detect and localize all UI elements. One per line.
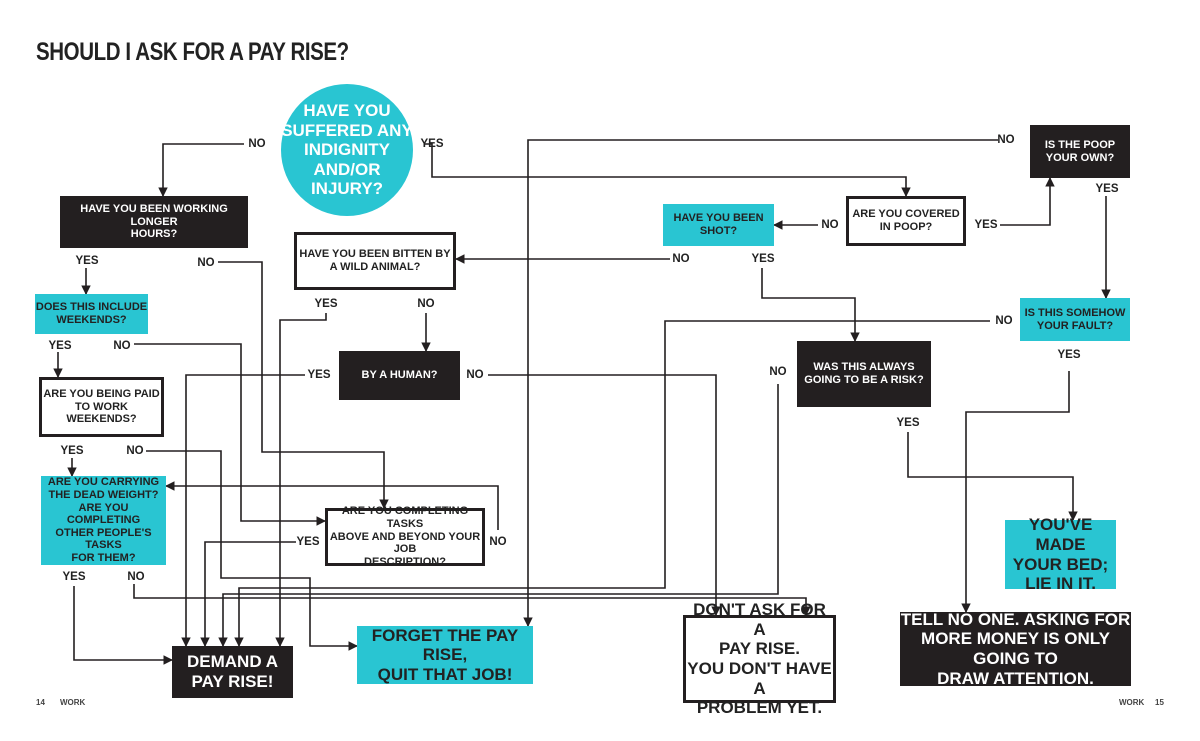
yes-label: YES (896, 417, 920, 429)
no-label: NO (997, 134, 1015, 146)
flow-connector (907, 432, 1078, 521)
covered-in-poop-node: ARE YOU COVERED IN POOP? (846, 196, 966, 246)
dont-ask-outcome: DON'T ASK FOR A PAY RISE. YOU DON'T HAVE… (683, 600, 836, 717)
yes-label: YES (307, 369, 331, 381)
shot-text: HAVE YOU BEEN SHOT? (673, 212, 764, 237)
yes-label: YES (75, 255, 99, 267)
bitten-text: HAVE YOU BEEN BITTEN BY A WILD ANIMAL? (299, 248, 451, 273)
own-poop-node: IS THE POOP YOUR OWN? (1030, 125, 1130, 178)
right-section-name: WORK (1119, 698, 1145, 707)
no-label: NO (466, 369, 484, 381)
forget-pay-rise-text: FORGET THE PAY RISE, QUIT THAT JOB! (371, 625, 519, 684)
flow-connector (234, 320, 990, 647)
flow-connector (218, 261, 389, 509)
your-fault-text: IS THIS SOMEHOW YOUR FAULT? (1024, 306, 1126, 332)
made-bed-outcome: YOU'VE MADE YOUR BED; LIE IN IT. (1005, 515, 1116, 593)
flow-connector (761, 268, 860, 342)
made-bed-text: YOU'VE MADE YOUR BED; LIE IN IT. (1012, 515, 1109, 594)
flow-connector (146, 450, 358, 651)
demand-pay-rise-text: DEMAND A PAY RISE! (187, 652, 278, 691)
page-title: SHOULD I ASK FOR A PAY RISE? (36, 38, 349, 66)
dead-weight-node: ARE YOU CARRYING THE DEAD WEIGHT? ARE YO… (41, 476, 166, 565)
yes-label: YES (62, 571, 86, 583)
flow-connector (1000, 177, 1055, 226)
no-label: NO (127, 571, 145, 583)
yes-label: YES (296, 536, 320, 548)
paid-weekends-node: ARE YOU BEING PAID TO WORK WEEKENDS? (39, 377, 164, 437)
shot-node: HAVE YOU BEEN SHOT? (663, 204, 774, 246)
flow-connector (488, 374, 721, 616)
always-risk-text: WAS THIS ALWAYS GOING TO BE A RISK? (804, 361, 924, 386)
demand-pay-rise-outcome: DEMAND A PAY RISE! (172, 646, 293, 698)
forget-pay-rise-outcome: FORGET THE PAY RISE, QUIT THAT JOB! (357, 626, 533, 684)
flow-connector (165, 481, 499, 530)
weekends-text: DOES THIS INCLUDE WEEKENDS? (35, 301, 148, 326)
left-page-number: 14 (36, 698, 45, 707)
flow-connector (961, 371, 1070, 613)
always-risk-node: WAS THIS ALWAYS GOING TO BE A RISK? (797, 341, 931, 407)
yes-label: YES (48, 340, 72, 352)
flow-connector (181, 374, 305, 647)
dead-weight-text: ARE YOU CARRYING THE DEAD WEIGHT? ARE YO… (47, 476, 160, 565)
no-label: NO (995, 315, 1013, 327)
yes-label: YES (420, 138, 444, 150)
yes-label: YES (974, 219, 998, 231)
no-label: NO (489, 536, 507, 548)
start-question-text: HAVE YOU SUFFERED ANY INDIGNITY AND/OR I… (281, 101, 413, 199)
by-human-node: BY A HUMAN? (339, 351, 460, 400)
longer-hours-text: HAVE YOU BEEN WORKING LONGER HOURS? (80, 203, 228, 241)
flow-connector (158, 143, 244, 197)
longer-hours-node: HAVE YOU BEEN WORKING LONGER HOURS? (60, 196, 248, 248)
paid-weekends-text: ARE YOU BEING PAID TO WORK WEEKENDS? (43, 388, 160, 426)
yes-label: YES (314, 298, 338, 310)
start-question-node: HAVE YOU SUFFERED ANY INDIGNITY AND/OR I… (281, 84, 413, 216)
tell-no-one-text: TELL NO ONE. ASKING FOR MORE MONEY IS ON… (900, 609, 1131, 688)
tasks-above-text: ARE YOU COMPLETING TASKS ABOVE AND BEYON… (329, 505, 481, 568)
yes-label: YES (1057, 349, 1081, 361)
left-section-name: WORK (60, 698, 86, 707)
flow-connector (73, 586, 173, 665)
flow-connector (218, 384, 779, 647)
no-label: NO (672, 253, 690, 265)
yes-label: YES (751, 253, 775, 265)
flow-connector (275, 313, 327, 647)
flow-connector (133, 584, 811, 616)
tell-no-one-outcome: TELL NO ONE. ASKING FOR MORE MONEY IS ON… (900, 609, 1131, 688)
no-label: NO (126, 445, 144, 457)
flow-connector (424, 143, 911, 197)
no-label: NO (248, 138, 266, 150)
no-label: NO (113, 340, 131, 352)
no-label: NO (769, 366, 787, 378)
flow-connector (134, 343, 326, 526)
flow-connector (523, 139, 998, 627)
flow-connector (200, 541, 296, 647)
right-page-number: 15 (1155, 698, 1164, 707)
by-human-text: BY A HUMAN? (361, 369, 438, 382)
no-label: NO (821, 219, 839, 231)
own-poop-text: IS THE POOP YOUR OWN? (1044, 138, 1116, 164)
no-label: NO (197, 257, 215, 269)
yes-label: YES (1095, 183, 1119, 195)
yes-label: YES (60, 445, 84, 457)
tasks-above-node: ARE YOU COMPLETING TASKS ABOVE AND BEYON… (325, 505, 485, 568)
bitten-node: HAVE YOU BEEN BITTEN BY A WILD ANIMAL? (294, 232, 456, 290)
your-fault-node: IS THIS SOMEHOW YOUR FAULT? (1020, 298, 1130, 341)
covered-in-poop-text: ARE YOU COVERED IN POOP? (852, 208, 960, 233)
dont-ask-text: DON'T ASK FOR A PAY RISE. YOU DON'T HAVE… (687, 600, 832, 718)
weekends-node: DOES THIS INCLUDE WEEKENDS? (35, 294, 148, 334)
no-label: NO (417, 298, 435, 310)
